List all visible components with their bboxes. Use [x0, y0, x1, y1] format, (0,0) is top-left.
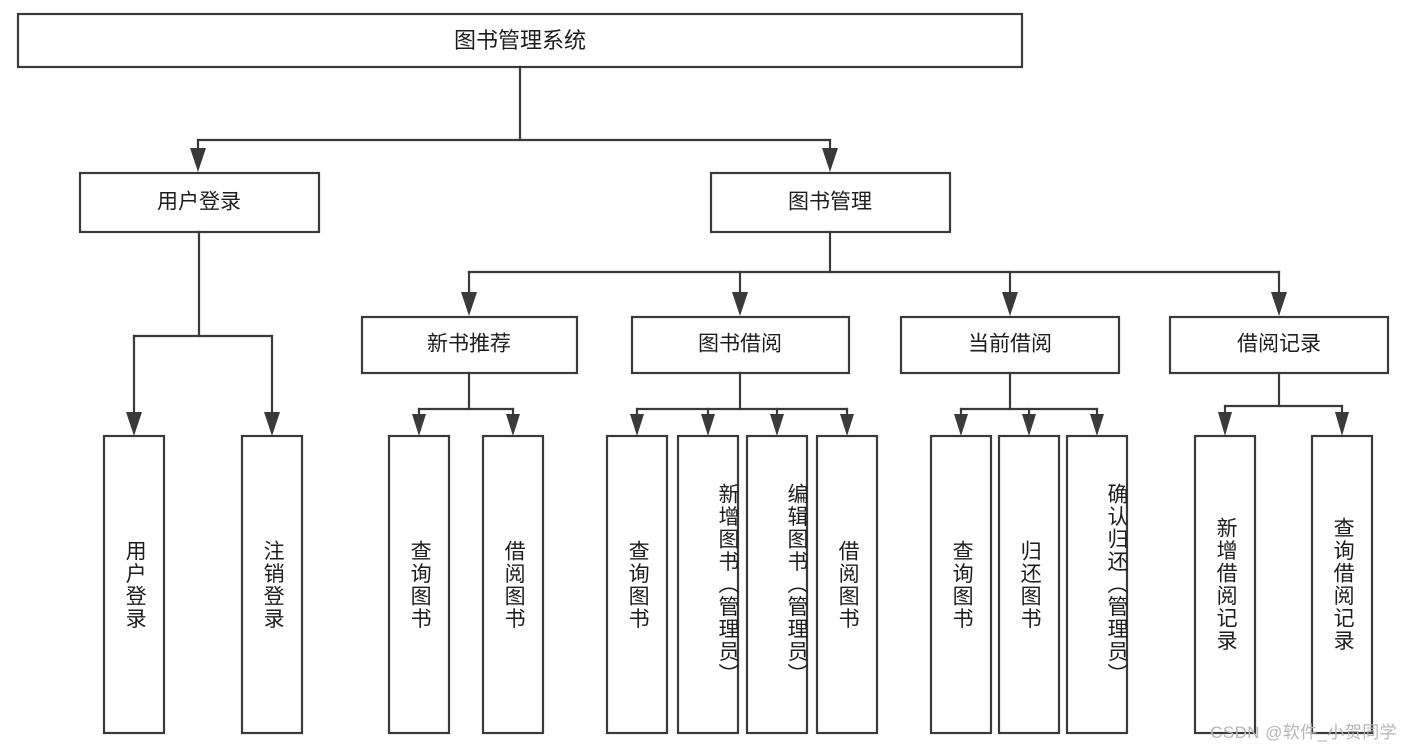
- node-current-borrow[interactable]: 当前借阅: [899, 315, 1121, 375]
- connector-current-borrow-to-leaves: [954, 371, 1104, 436]
- node-root-box: [16, 12, 1024, 69]
- node-borrow-record[interactable]: 借阅记录: [1168, 315, 1390, 375]
- arrow-head-icon: [732, 292, 748, 316]
- leaf-group-current-borrow: [929, 434, 1129, 735]
- node-root-label: 图书管理系统: [454, 28, 586, 53]
- arrow-head-icon: [1271, 292, 1287, 316]
- leaf-box[interactable]: [1310, 434, 1374, 735]
- leaf-box[interactable]: [1065, 434, 1129, 735]
- node-user-login[interactable]: 用户登录: [78, 171, 321, 234]
- leaf-group-borrow-record: [1193, 434, 1374, 735]
- arrow-head-icon: [822, 148, 838, 172]
- connector-book-management-to-level3: [461, 230, 1287, 316]
- node-current-borrow-label: 当前借阅: [968, 333, 1052, 356]
- arrow-head-icon: [461, 292, 477, 316]
- leaf-box[interactable]: [676, 434, 740, 735]
- arrow-head-icon: [630, 414, 644, 436]
- leaf-box[interactable]: [481, 434, 545, 735]
- arrow-head-icon: [1335, 412, 1349, 436]
- leaf-box[interactable]: [997, 434, 1061, 735]
- connector-borrow-record-to-leaves: [1218, 371, 1349, 436]
- arrow-head-icon: [701, 414, 715, 436]
- node-current-borrow-box: [899, 315, 1121, 375]
- leaf-box[interactable]: [745, 434, 809, 735]
- arrow-head-icon: [770, 414, 784, 436]
- arrow-head-icon: [506, 414, 520, 436]
- node-new-book-recommend-label: 新书推荐: [427, 333, 511, 356]
- leaf-box[interactable]: [1193, 434, 1257, 735]
- arrow-head-icon: [1090, 414, 1104, 436]
- node-new-book-recommend[interactable]: 新书推荐: [360, 315, 579, 375]
- arrow-head-icon: [190, 148, 206, 172]
- arrow-head-icon: [1002, 292, 1018, 316]
- leaf-box[interactable]: [815, 434, 879, 735]
- leaf-group-user-login: [102, 434, 304, 735]
- arrow-head-icon: [126, 412, 142, 436]
- node-user-login-box: [78, 171, 321, 234]
- leaf-group-book-borrow: [605, 434, 879, 735]
- leaf-box[interactable]: [605, 434, 669, 735]
- arrow-head-icon: [1218, 412, 1232, 436]
- arrow-head-icon: [954, 414, 968, 436]
- arrow-head-icon: [412, 414, 426, 436]
- watermark: CSDN @软件_小贺同学: [1210, 723, 1397, 742]
- connector-root-to-level2: [190, 65, 838, 172]
- leaf-box[interactable]: [240, 434, 304, 735]
- node-book-management-label: 图书管理: [788, 191, 872, 214]
- arrow-head-icon: [840, 414, 854, 436]
- leaf-box[interactable]: [929, 434, 993, 735]
- connector-book-borrow-to-leaves: [630, 371, 854, 436]
- connector-user-login-to-leaves: [126, 230, 280, 436]
- node-new-book-recommend-box: [360, 315, 579, 375]
- node-borrow-record-label: 借阅记录: [1237, 333, 1321, 356]
- node-book-management[interactable]: 图书管理: [709, 171, 952, 234]
- arrow-head-icon: [1022, 414, 1036, 436]
- node-book-borrow-label: 图书借阅: [698, 333, 782, 356]
- leaf-group-new-book-recommend: [387, 434, 545, 735]
- node-user-login-label: 用户登录: [157, 191, 241, 214]
- node-root[interactable]: 图书管理系统: [16, 12, 1024, 69]
- arrow-head-icon: [264, 412, 280, 436]
- connector-new-book-recommend-to-leaves: [412, 371, 520, 436]
- leaf-box[interactable]: [102, 434, 166, 735]
- node-book-borrow[interactable]: 图书借阅: [630, 315, 851, 375]
- leaf-box[interactable]: [387, 434, 451, 735]
